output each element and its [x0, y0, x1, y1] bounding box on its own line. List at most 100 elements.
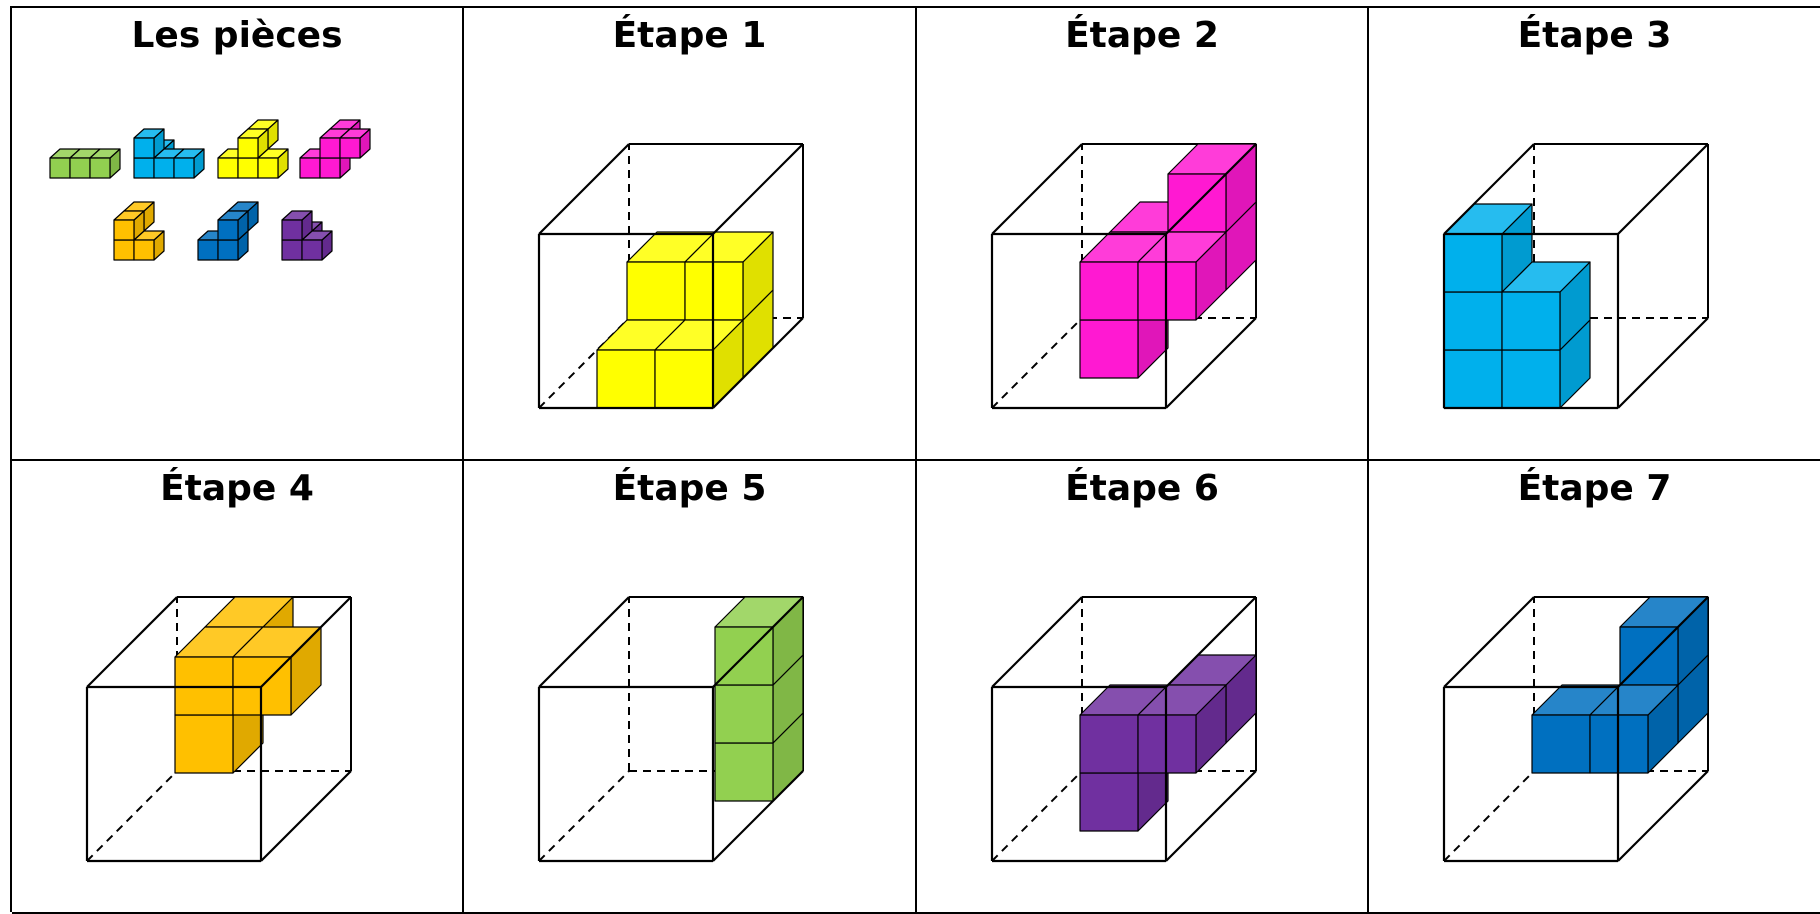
step-6-cube	[990, 596, 1257, 863]
box-edge	[991, 143, 1083, 235]
cell-title: Étape 6	[1065, 468, 1219, 509]
box-edge	[1443, 596, 1535, 688]
box-edge	[1165, 143, 1257, 235]
cell-step-1: Étape 1	[464, 8, 917, 461]
placed-piece-purple	[1079, 654, 1257, 832]
cube-front-face	[217, 239, 239, 261]
container-box-front	[85, 596, 352, 863]
box-edge	[260, 770, 352, 862]
box-edge	[712, 596, 804, 688]
box-edge	[538, 317, 630, 409]
box-edge	[1165, 596, 1257, 688]
cube-front-face	[654, 349, 714, 409]
container-box-front	[990, 596, 1257, 863]
cube-front-face	[1443, 291, 1503, 351]
box-edge	[538, 770, 630, 862]
cube-front-face	[596, 349, 656, 409]
cube-front-face	[217, 219, 239, 241]
cell-title: Étape 4	[160, 468, 314, 509]
cube-front-face	[1501, 349, 1561, 409]
cell-title: Étape 3	[1517, 15, 1672, 56]
cube-front-face	[237, 157, 259, 179]
cube-front-face	[257, 157, 279, 179]
cell-title: Les pièces	[131, 15, 343, 56]
cell-step-4: Étape 4	[12, 461, 464, 914]
cube-front-face	[1443, 233, 1503, 293]
cube-front-face	[1501, 291, 1561, 351]
container-box-front	[1442, 143, 1709, 410]
box-edge	[991, 317, 1083, 409]
box-edge	[1443, 770, 1535, 862]
piece-green	[49, 148, 121, 179]
cube-front-face	[1079, 261, 1139, 321]
cube-front-face	[174, 714, 234, 774]
box-edge	[712, 143, 804, 235]
cube-front-face	[217, 157, 239, 179]
box-edge	[1165, 317, 1257, 409]
cube-front-face	[1079, 319, 1139, 379]
cube-front-face	[714, 742, 774, 802]
cell-step-7: Étape 7	[1369, 461, 1820, 914]
cube-front-face	[133, 137, 155, 159]
cube-front-face	[133, 157, 155, 179]
placed-piece-orange	[174, 596, 322, 774]
box-edge	[991, 770, 1083, 862]
cube-front-face	[299, 157, 321, 179]
puzzle-table: Les pièces Étape 1 Étape 2 Étape 3 Étape…	[10, 6, 1820, 914]
cell-pieces: Les pièces	[12, 8, 464, 461]
piece-purple	[281, 210, 333, 261]
piece-blue	[197, 201, 259, 261]
cube-front-face	[69, 157, 91, 179]
cube-front-face	[714, 684, 774, 744]
box-edge	[1617, 596, 1709, 688]
pieces-illustration	[49, 119, 371, 261]
piece-yellow	[217, 119, 289, 179]
placed-piece-cyan	[1443, 203, 1591, 409]
step-1-cube	[537, 143, 804, 410]
box-edge	[538, 596, 630, 688]
box-edge	[1617, 317, 1709, 409]
box-edge	[538, 143, 630, 235]
container-box-front	[1442, 596, 1709, 863]
cube-front-face	[1443, 349, 1503, 409]
container-box-front	[537, 596, 804, 863]
step-4-cube	[85, 596, 352, 863]
cube-front-face	[1079, 714, 1139, 774]
cube-front-face	[133, 239, 155, 261]
cube-front-face	[113, 219, 135, 241]
cube-front-face	[301, 239, 323, 261]
cube-front-face	[113, 239, 135, 261]
box-edge	[1165, 770, 1257, 862]
placed-piece-blue	[1531, 596, 1709, 774]
box-edge	[86, 770, 178, 862]
placed-piece-green	[714, 596, 804, 802]
box-edge	[712, 770, 804, 862]
step-2-cube	[990, 143, 1257, 410]
cell-title: Étape 7	[1517, 468, 1672, 509]
cell-title: Étape 2	[1065, 15, 1219, 56]
container-box-front	[990, 143, 1257, 410]
cube-front-face	[319, 157, 341, 179]
box-edge	[260, 596, 352, 688]
cube-front-face	[197, 239, 219, 261]
step-7-cube	[1442, 596, 1709, 863]
step-3-cube	[1442, 143, 1709, 410]
step-5-cube	[537, 596, 804, 863]
cube-front-face	[1531, 714, 1591, 774]
cube-front-face	[153, 157, 175, 179]
cube-front-face	[237, 137, 259, 159]
cube-front-face	[173, 157, 195, 179]
box-edge	[712, 317, 804, 409]
box-edge	[1443, 143, 1535, 235]
cell-title: Étape 1	[612, 15, 767, 56]
cell-title: Étape 5	[612, 468, 767, 509]
piece-orange	[113, 201, 165, 261]
box-edge	[1617, 143, 1709, 235]
container-box-front	[537, 143, 804, 410]
cube-front-face	[281, 219, 303, 241]
cube-front-face	[89, 157, 111, 179]
cube-front-face	[626, 261, 686, 321]
piece-cyan	[133, 128, 205, 179]
box-edge	[86, 596, 178, 688]
box-edge	[991, 596, 1083, 688]
